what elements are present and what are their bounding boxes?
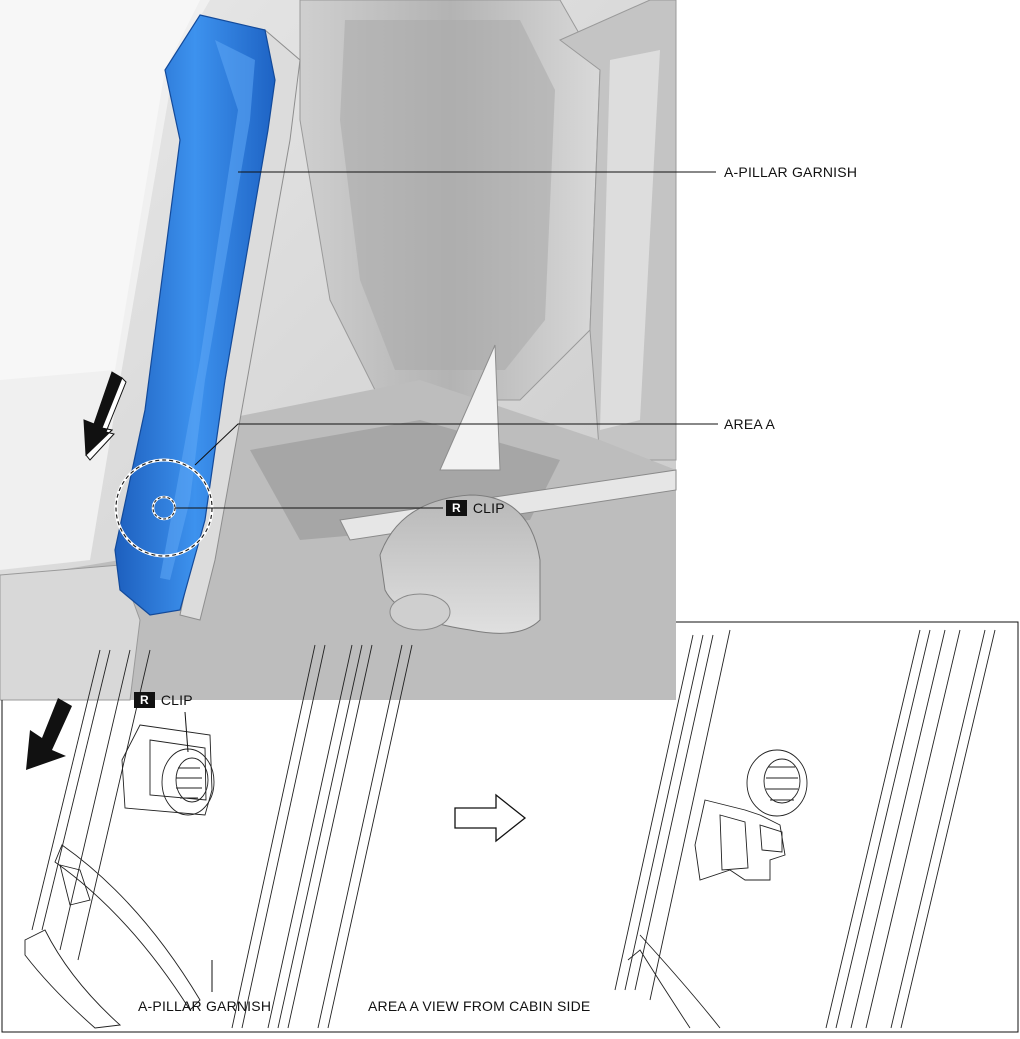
clip-label: CLIP bbox=[472, 500, 505, 517]
arrow-down-left-icon bbox=[83, 371, 127, 461]
detail-after-linework bbox=[614, 629, 996, 1029]
arrow-right-outline-icon bbox=[454, 793, 527, 843]
detail-before-linework bbox=[24, 644, 413, 1029]
removable-badge: R bbox=[134, 692, 155, 709]
a-pillar-garnish-label: A-PILLAR GARNISH bbox=[724, 164, 858, 180]
area-a-view-caption: AREA A VIEW FROM CABIN SIDE bbox=[368, 998, 591, 1014]
leader-lines bbox=[175, 171, 718, 509]
removable-badge: R bbox=[446, 500, 467, 517]
clip-label: CLIP bbox=[160, 692, 193, 709]
area-a-label: AREA A bbox=[724, 416, 776, 432]
interior-illustration bbox=[0, 0, 677, 701]
clip-callout-top: R CLIP bbox=[446, 499, 505, 517]
a-pillar-garnish-label-bottom: A-PILLAR GARNISH bbox=[138, 998, 272, 1014]
clip-callout-bottom: R CLIP bbox=[134, 691, 193, 709]
detail-panels-frame bbox=[1, 621, 1019, 1033]
bottom-leader-lines bbox=[184, 711, 213, 992]
arrow-down-left-icon bbox=[26, 698, 72, 770]
